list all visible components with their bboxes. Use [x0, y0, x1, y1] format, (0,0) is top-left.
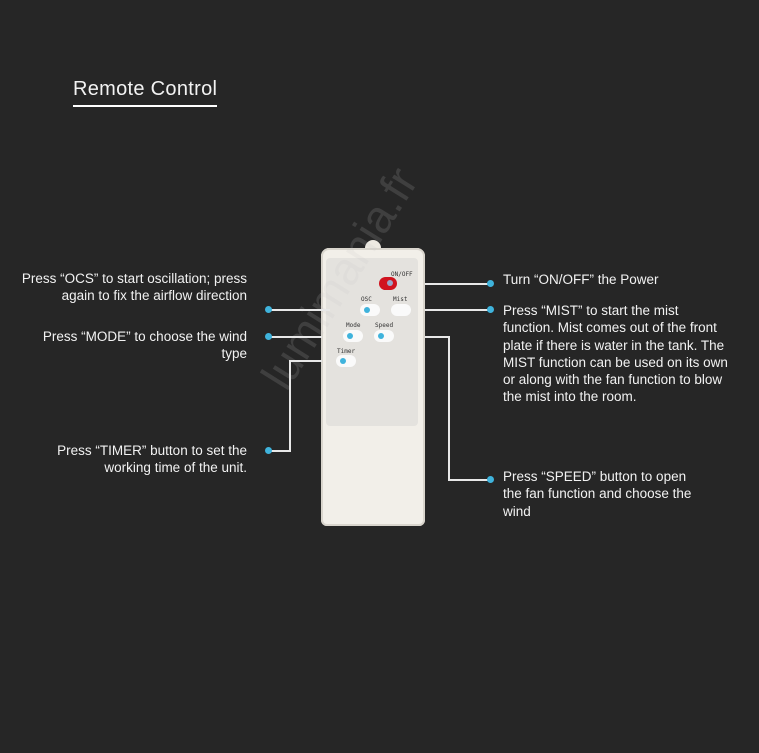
- timer-line-c: [268, 450, 290, 452]
- label-timer: Timer: [337, 348, 356, 355]
- power-line: [425, 283, 490, 285]
- speed-button[interactable]: [374, 330, 394, 342]
- remote-control: ON/OFF OSC Mist Mode Speed Timer: [321, 248, 425, 526]
- timer-line-a: [290, 360, 322, 362]
- osc-button[interactable]: [360, 304, 380, 316]
- power-button[interactable]: [379, 277, 397, 290]
- mist-button[interactable]: [391, 304, 411, 316]
- page-title: Remote Control: [73, 78, 218, 107]
- mist-dot: [487, 306, 494, 313]
- timer-line-b: [289, 360, 291, 452]
- mode-description: Press “MODE” to choose the wind type: [42, 329, 247, 362]
- timer-description: Press “TIMER” button to set the working …: [57, 443, 247, 476]
- osc-description: Press “OCS” to start oscillation; press …: [21, 271, 247, 304]
- power-description: Turn “ON/OFF” the Power: [503, 272, 659, 287]
- label-mist: Mist: [393, 296, 408, 303]
- speed-line-b: [448, 336, 450, 481]
- button-panel: [326, 258, 418, 426]
- speed-dot: [487, 476, 494, 483]
- label-on-off: ON/OFF: [391, 271, 413, 278]
- timer-dot: [265, 447, 272, 454]
- mode-dot: [265, 333, 272, 340]
- power-dot: [487, 280, 494, 287]
- mist-line: [425, 309, 490, 311]
- osc-dot: [265, 306, 272, 313]
- mode-line: [268, 336, 322, 338]
- label-osc: OSC: [361, 296, 372, 303]
- speed-line-a: [425, 336, 450, 338]
- speed-description: Press “SPEED” button to open the fan fun…: [503, 469, 692, 519]
- timer-button[interactable]: [336, 355, 356, 367]
- mist-description: Press “MIST” to start the mist function.…: [503, 303, 728, 405]
- osc-line: [268, 309, 330, 311]
- label-mode: Mode: [346, 322, 361, 329]
- ir-emitter: [365, 240, 381, 250]
- speed-line-c: [448, 479, 490, 481]
- mode-button[interactable]: [343, 330, 363, 342]
- label-speed: Speed: [375, 322, 394, 329]
